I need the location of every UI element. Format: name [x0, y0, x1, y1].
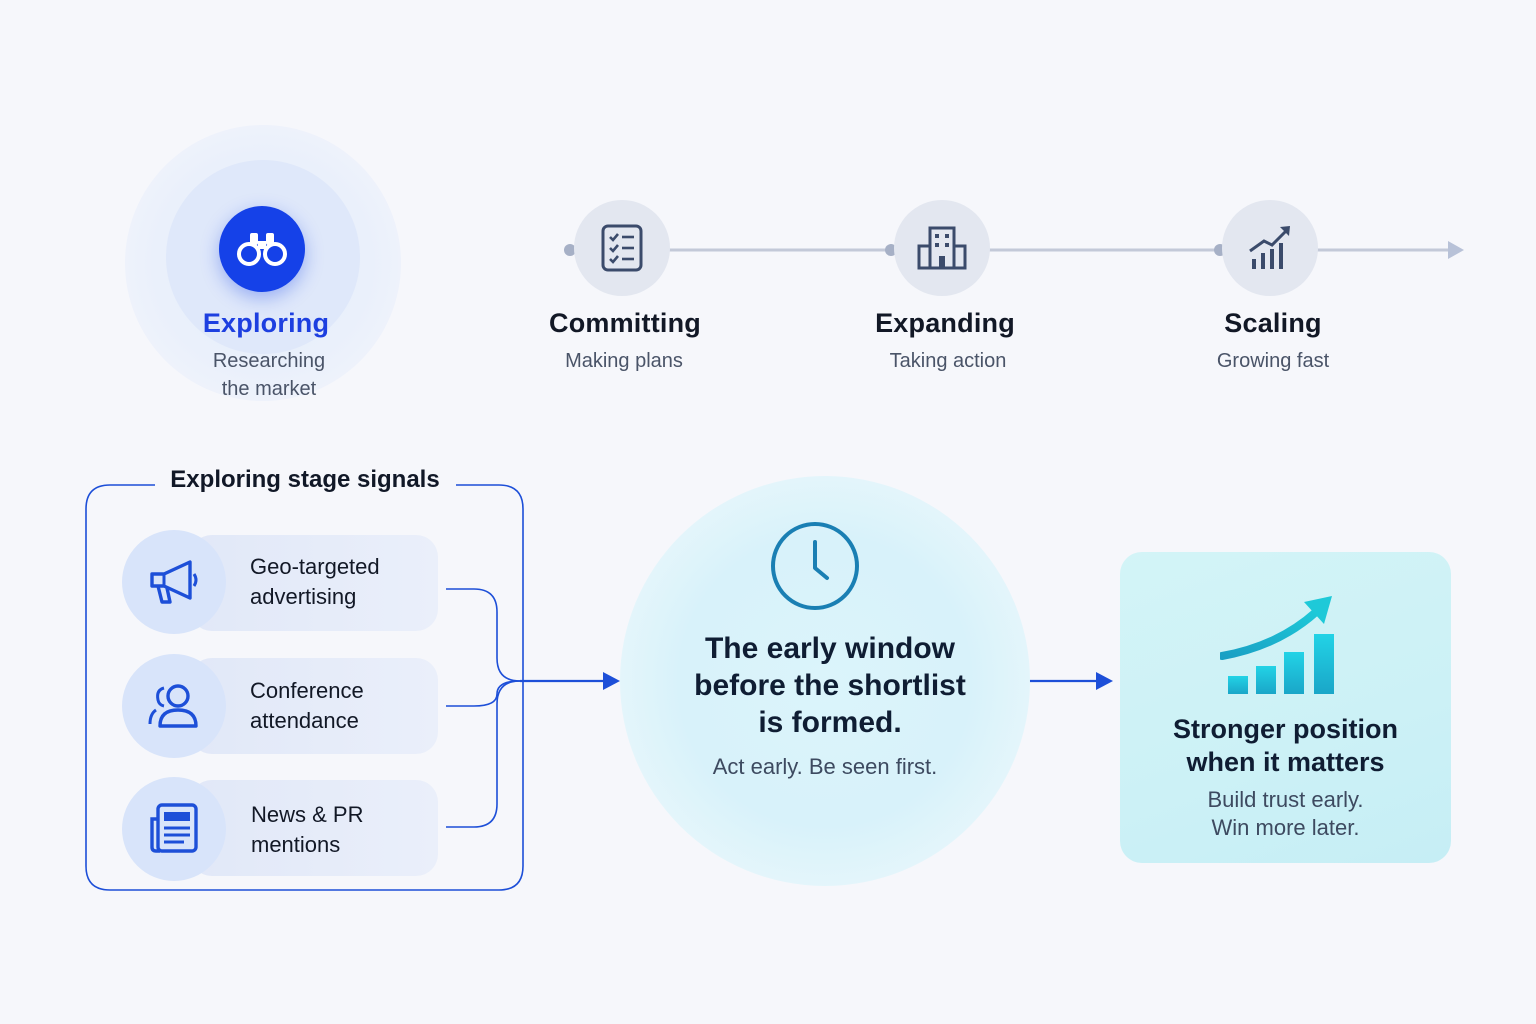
- connector-line: [446, 680, 521, 707]
- outcome-subtitle-line: Win more later.: [1211, 815, 1360, 840]
- signal-icon-circle: [122, 777, 226, 881]
- signal-label-line: Geo-targeted: [250, 554, 380, 579]
- stage-expanding-title: Expanding: [875, 308, 1015, 338]
- early-window-circle: [620, 476, 1030, 886]
- stage-subtitle-line: Making plans: [565, 350, 683, 372]
- early-window-title-line: before the shortlist: [694, 669, 966, 702]
- signal-label: Geo-targeted advertising: [250, 552, 430, 612]
- stage-expanding-icon-circle[interactable]: [894, 200, 990, 296]
- stage-exploring-subtitle: Researching the market: [139, 347, 399, 403]
- signal-card-geo-targeted[interactable]: [190, 535, 438, 631]
- connector-line: [446, 680, 521, 828]
- stage-subtitle-line: Growing fast: [1216, 350, 1330, 372]
- binoculars-icon: [237, 233, 287, 266]
- stage-expanding-subtitle: Taking action: [818, 347, 1078, 375]
- signal-label-line: attendance: [250, 708, 359, 733]
- signals-panel-frame: [85, 484, 524, 891]
- early-window-title-line: The early window: [704, 632, 956, 665]
- outcome-subtitle-line: Build trust early.: [1207, 787, 1364, 812]
- signal-label-line: Conference: [250, 678, 364, 703]
- signal-label-line: advertising: [250, 584, 357, 609]
- stage-scaling-subtitle: Growing fast: [1143, 347, 1403, 375]
- signal-icon-circle: [122, 530, 226, 634]
- stage-committing-icon-circle[interactable]: [574, 200, 670, 296]
- growth-chart-icon: [1249, 226, 1290, 269]
- people-icon: [148, 684, 198, 728]
- connector-line: [446, 588, 521, 682]
- signal-card-news-pr[interactable]: [190, 780, 438, 876]
- early-window-subtitle: Act early. Be seen first.: [712, 754, 938, 779]
- building-icon: [917, 226, 967, 270]
- signal-card-conference[interactable]: [190, 658, 438, 754]
- stage-subtitle-line: the market: [221, 378, 317, 400]
- stage-scaling-title: Scaling: [1224, 308, 1322, 338]
- outcome-arrowhead: [1096, 672, 1113, 690]
- signal-label: Conference attendance: [250, 676, 430, 736]
- signal-label: News & PR mentions: [251, 800, 431, 860]
- flow-connectors: [85, 484, 1113, 891]
- outcome-subtitle: Build trust early. Win more later.: [1130, 786, 1441, 842]
- clock-icon: [771, 522, 859, 610]
- timeline-node: [564, 244, 576, 256]
- rising-bars-icon: [1220, 596, 1334, 694]
- timeline-arrowhead: [1448, 241, 1464, 259]
- early-window-title-line: is formed.: [758, 706, 902, 739]
- stage-exploring-icon-circle[interactable]: [219, 206, 305, 292]
- stage-subtitle-line: Taking action: [889, 350, 1007, 372]
- stage-committing-title: Committing: [549, 308, 701, 338]
- connector-arrowhead: [603, 672, 620, 690]
- outcome-title: Stronger position when it matters: [1130, 713, 1441, 779]
- stage-subtitle-line: Researching: [212, 350, 326, 372]
- signal-icon-circle: [122, 654, 226, 758]
- signal-label-line: mentions: [251, 832, 341, 857]
- megaphone-icon: [150, 560, 198, 604]
- stage-committing-subtitle: Making plans: [494, 347, 754, 375]
- outcome-title-line: when it matters: [1186, 747, 1385, 777]
- stage-exploring-title: Exploring: [202, 308, 330, 338]
- stage-scaling-icon-circle[interactable]: [1222, 200, 1318, 296]
- early-window-title: The early window before the shortlist is…: [640, 630, 1020, 741]
- signal-label-line: News & PR: [251, 802, 364, 827]
- checklist-icon: [601, 224, 643, 272]
- outcome-title-line: Stronger position: [1173, 714, 1398, 744]
- signals-panel-title: Exploring stage signals: [160, 466, 450, 494]
- outcome-card[interactable]: [1120, 552, 1451, 863]
- newspaper-icon: [150, 803, 198, 853]
